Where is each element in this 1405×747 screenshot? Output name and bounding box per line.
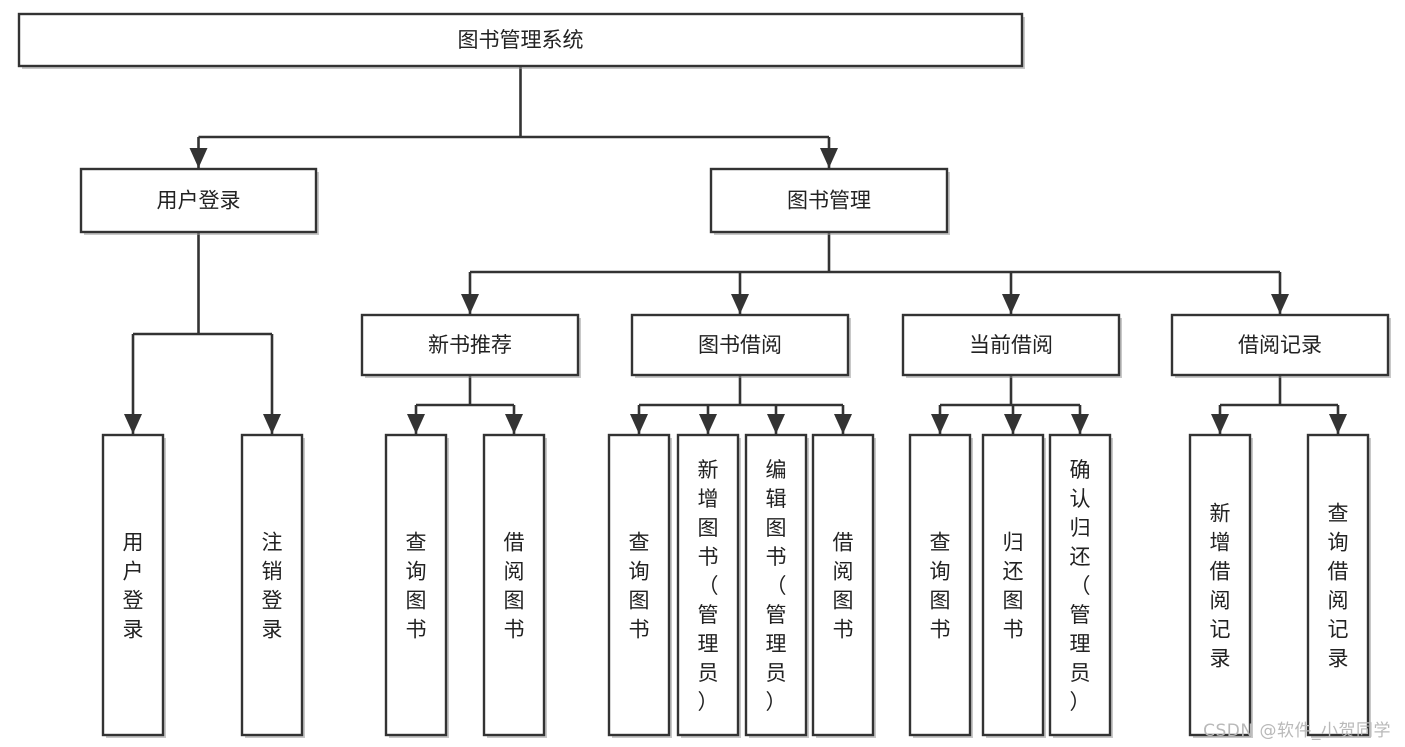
node-label: 借阅记录	[1238, 333, 1322, 357]
node-book-management[interactable]: 图书管理	[709, 167, 950, 235]
node-label: 新书推荐	[428, 333, 512, 357]
arrow-head-icon	[1071, 414, 1089, 434]
node-book-borrow[interactable]: 图书借阅	[630, 313, 851, 378]
node-layer: 图书管理系统用户登录图书管理新书推荐图书借阅当前借阅借阅记录用户登录注销登录查询…	[17, 12, 1391, 738]
node-rect[interactable]	[811, 433, 875, 737]
node-rect[interactable]	[1188, 433, 1252, 737]
node-label: 新增借阅记录	[1210, 502, 1231, 671]
node-label: 图书借阅	[698, 333, 782, 357]
node-label: 注销登录	[262, 531, 283, 642]
node-rect[interactable]	[676, 433, 740, 737]
node-leaf-add-book[interactable]: 新增图书（管理员）	[676, 433, 741, 738]
node-leaf-query-book-borrow[interactable]: 查询图书	[607, 433, 672, 738]
node-rect[interactable]	[630, 313, 850, 377]
node-rect[interactable]	[101, 433, 165, 737]
watermark-label: CSDN @软件_小贺同学	[1203, 721, 1391, 741]
node-rect[interactable]	[908, 433, 972, 737]
arrow-head-icon	[505, 414, 523, 434]
node-label: 确认归还（管理员）	[1070, 458, 1091, 714]
node-leaf-edit-book[interactable]: 编辑图书（管理员）	[744, 433, 809, 738]
node-rect[interactable]	[360, 313, 580, 377]
node-rect[interactable]	[1170, 313, 1390, 377]
node-rect[interactable]	[482, 433, 546, 737]
node-label: 借阅图书	[504, 531, 525, 642]
node-label: 用户登录	[157, 189, 241, 213]
node-new-book-recommend[interactable]: 新书推荐	[360, 313, 581, 378]
node-label: 借阅图书	[833, 531, 854, 642]
arrow-head-icon	[1002, 294, 1020, 314]
node-rect[interactable]	[744, 433, 808, 737]
arrow-head-icon	[124, 414, 142, 434]
arrow-head-icon	[630, 414, 648, 434]
node-leaf-query-book-current[interactable]: 查询图书	[908, 433, 973, 738]
node-leaf-borrow-book[interactable]: 借阅图书	[811, 433, 876, 738]
node-rect[interactable]	[1048, 433, 1112, 737]
arrow-head-icon	[1004, 414, 1022, 434]
node-label: 查询图书	[406, 531, 427, 642]
node-rect[interactable]	[901, 313, 1121, 377]
connector-layer	[124, 66, 1347, 434]
node-label: 查询图书	[930, 531, 951, 642]
arrow-head-icon	[731, 294, 749, 314]
node-label: 编辑图书（管理员）	[766, 458, 787, 714]
node-leaf-borrow-book-recommend[interactable]: 借阅图书	[482, 433, 547, 738]
node-current-borrow[interactable]: 当前借阅	[901, 313, 1122, 378]
node-rect[interactable]	[1306, 433, 1370, 737]
node-root[interactable]: 图书管理系统	[17, 12, 1025, 69]
node-label: 当前借阅	[969, 333, 1053, 357]
node-label: 归还图书	[1003, 531, 1024, 642]
arrow-head-icon	[767, 414, 785, 434]
node-leaf-query-book-recommend[interactable]: 查询图书	[384, 433, 449, 738]
arrow-head-icon	[820, 148, 838, 168]
node-rect[interactable]	[709, 167, 949, 234]
arrow-head-icon	[407, 414, 425, 434]
node-leaf-logout-login[interactable]: 注销登录	[240, 433, 305, 738]
node-leaf-add-borrow-record[interactable]: 新增借阅记录	[1188, 433, 1253, 738]
node-rect[interactable]	[79, 167, 318, 234]
arrow-head-icon	[263, 414, 281, 434]
node-label: 查询借阅记录	[1328, 502, 1349, 671]
node-rect[interactable]	[981, 433, 1045, 737]
node-leaf-user-login[interactable]: 用户登录	[101, 433, 166, 738]
arrow-head-icon	[699, 414, 717, 434]
node-rect[interactable]	[607, 433, 671, 737]
node-label: 图书管理	[787, 189, 871, 213]
arrow-head-icon	[931, 414, 949, 434]
node-label: 图书管理系统	[458, 28, 584, 52]
arrow-head-icon	[461, 294, 479, 314]
node-rect[interactable]	[240, 433, 304, 737]
arrow-head-icon	[1271, 294, 1289, 314]
node-rect[interactable]	[17, 12, 1024, 68]
node-leaf-confirm-return[interactable]: 确认归还（管理员）	[1048, 433, 1113, 738]
arrow-head-icon	[1211, 414, 1229, 434]
node-leaf-return-book[interactable]: 归还图书	[981, 433, 1046, 738]
node-leaf-query-borrow-record[interactable]: 查询借阅记录	[1306, 433, 1371, 738]
arrow-head-icon	[189, 148, 208, 168]
node-label: 查询图书	[629, 531, 650, 642]
arrow-head-icon	[834, 414, 852, 434]
node-label: 新增图书（管理员）	[698, 458, 719, 714]
arrow-head-icon	[1329, 414, 1347, 434]
node-label: 用户登录	[123, 531, 144, 642]
node-rect[interactable]	[384, 433, 448, 737]
node-user-login[interactable]: 用户登录	[79, 167, 319, 235]
node-borrow-record[interactable]: 借阅记录	[1170, 313, 1391, 378]
